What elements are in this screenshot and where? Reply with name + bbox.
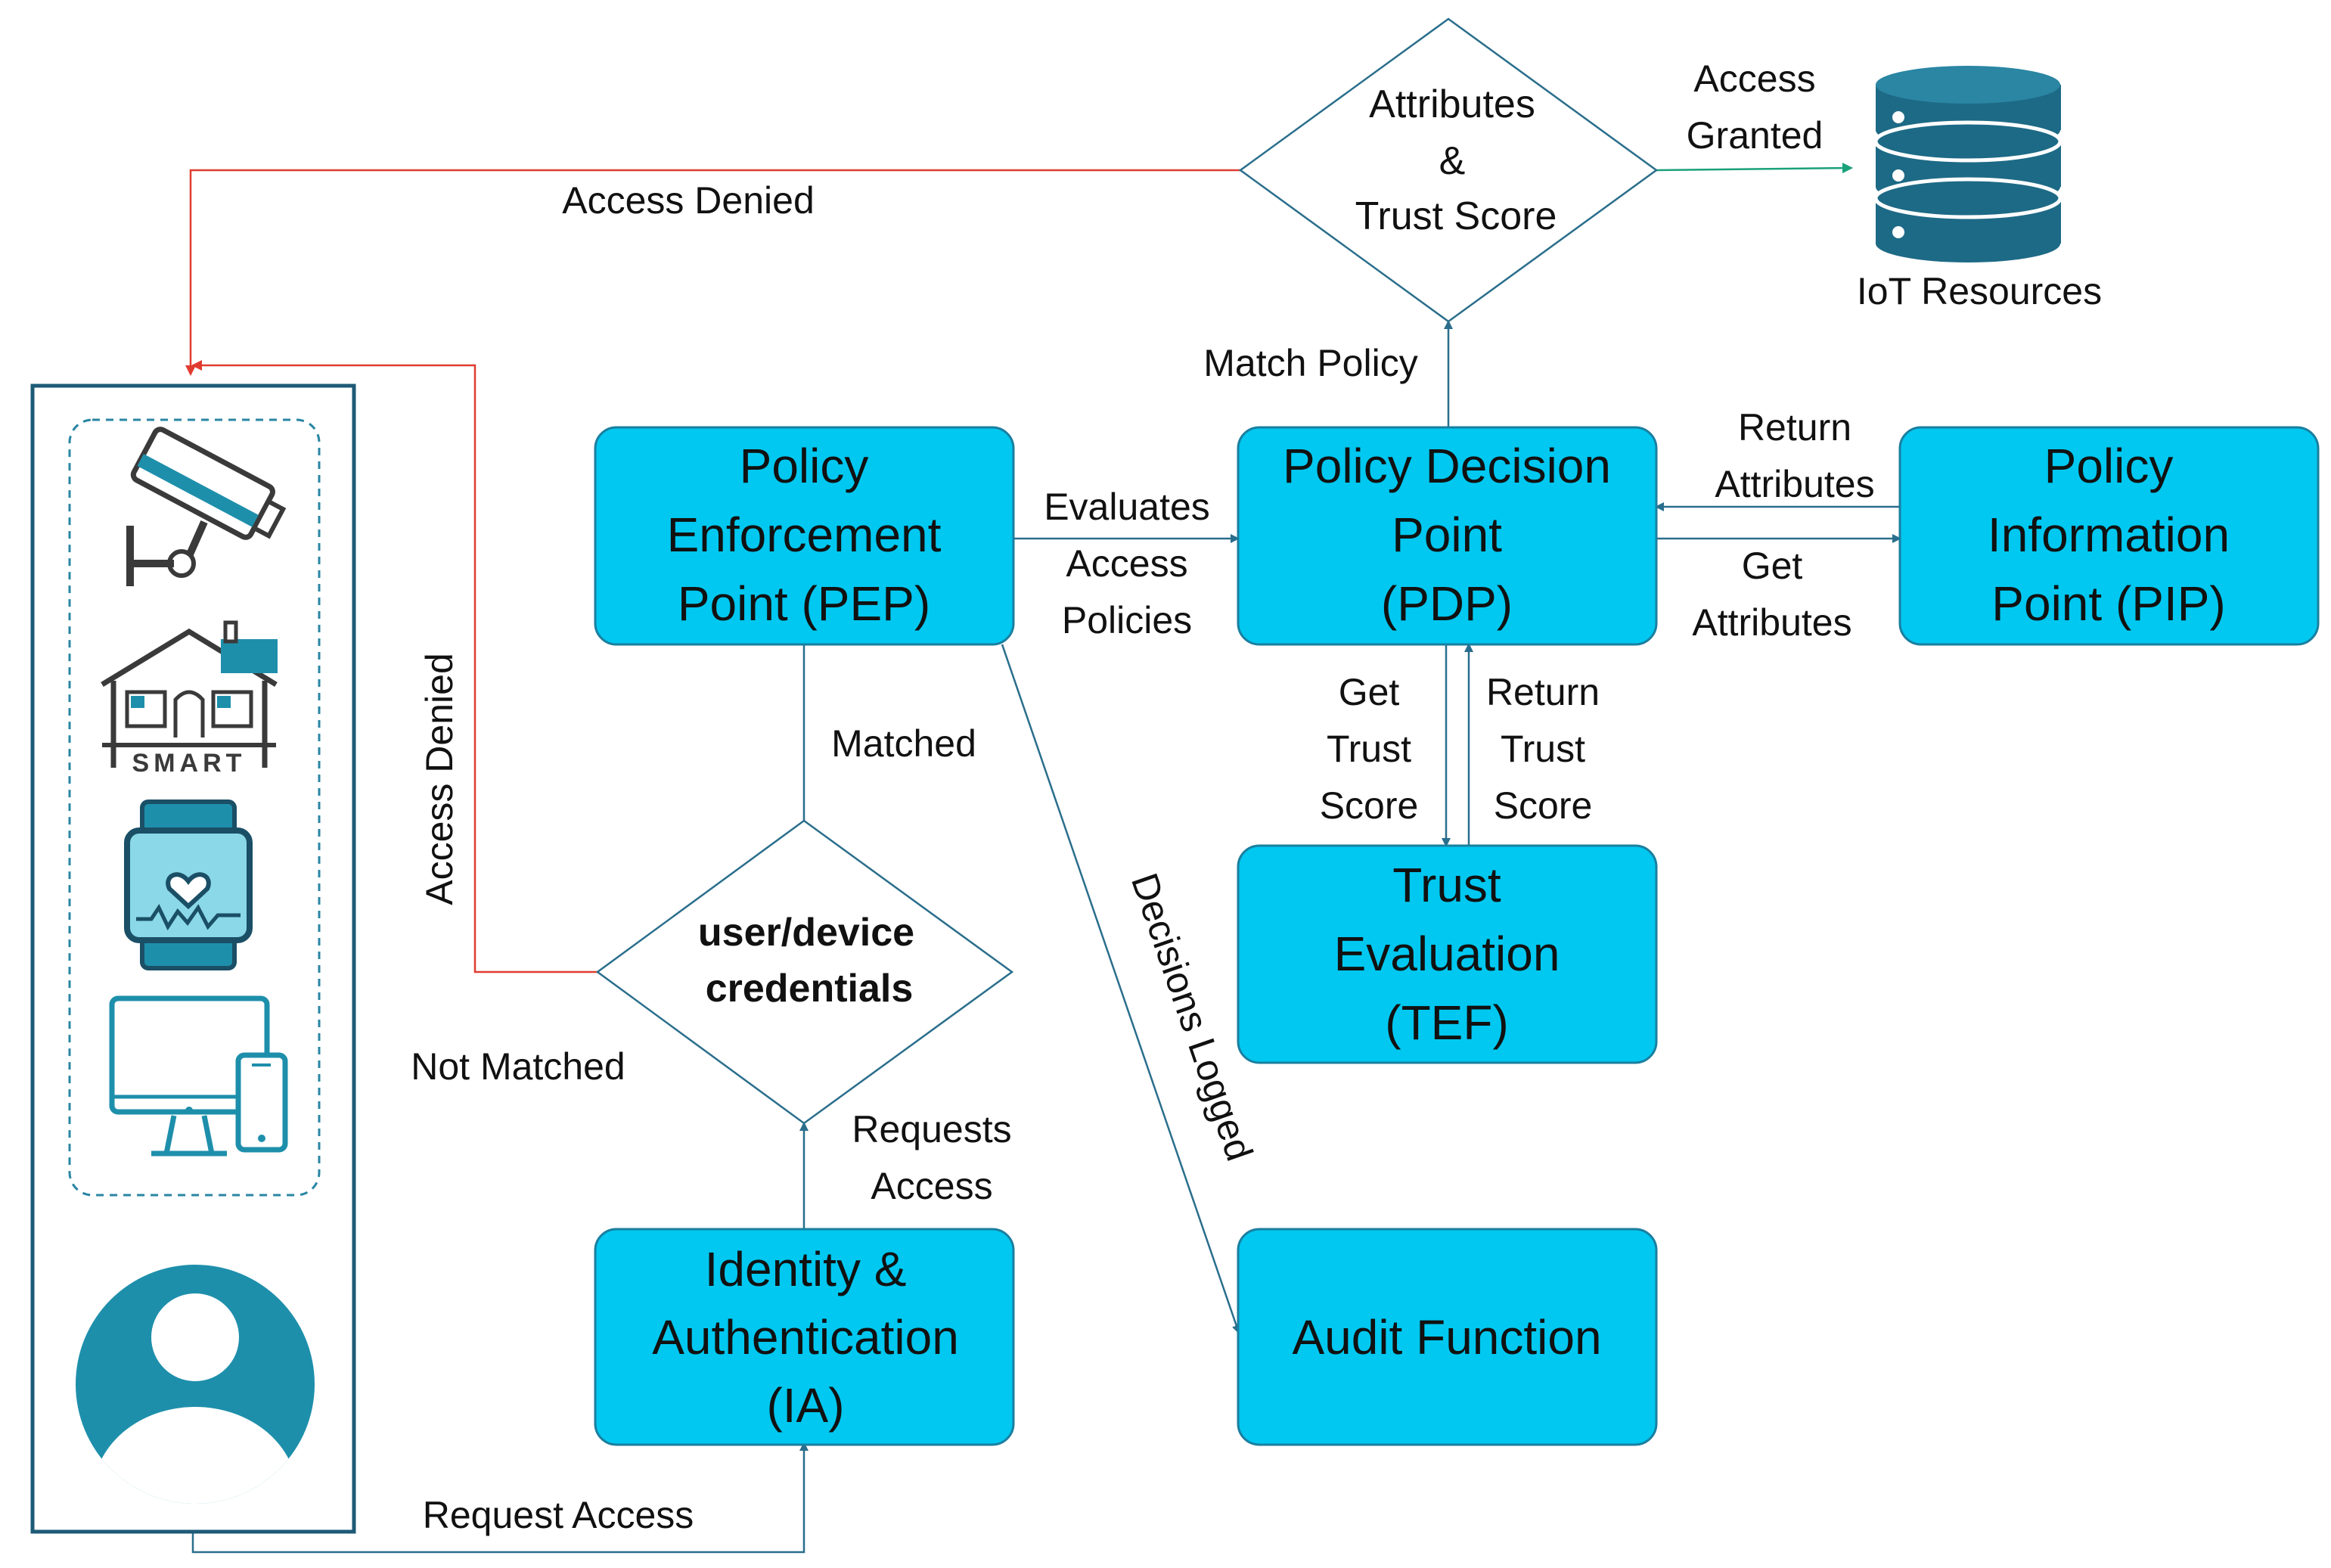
security-camera-icon bbox=[126, 427, 287, 586]
pep-line-2: Enforcement bbox=[667, 508, 942, 562]
smart-home-label: SMART bbox=[132, 749, 247, 778]
label-access-granted-2: Granted bbox=[1687, 114, 1824, 157]
box-pep: Policy Enforcement Point (PEP) bbox=[594, 426, 1015, 646]
tef-line-3: (TEF) bbox=[1385, 995, 1509, 1050]
pep-line-1: Policy bbox=[740, 439, 869, 493]
pip-line-1: Policy bbox=[2044, 439, 2174, 493]
tef-line-2: Evaluation bbox=[1334, 927, 1560, 981]
label-get-trust-3: Score bbox=[1320, 784, 1419, 827]
label-iot-resources: IoT Resources bbox=[1857, 270, 2102, 312]
database-icon bbox=[1873, 66, 2063, 262]
label-access-denied-top: Access Denied bbox=[562, 179, 815, 222]
arrow-access-granted bbox=[1656, 163, 1853, 174]
audit-label: Audit Function bbox=[1292, 1310, 1601, 1365]
decision-attributes-trust-score: Attributes & Trust Score bbox=[1238, 17, 1659, 323]
label-return-trust-3: Score bbox=[1494, 784, 1593, 827]
decision-trust-line-2: & bbox=[1439, 139, 1466, 183]
smart-home-icon: SMART bbox=[101, 620, 278, 778]
decision-credentials-line-1: user/device bbox=[698, 911, 914, 955]
ia-line-1: Identity & bbox=[705, 1242, 907, 1296]
label-evaluates-3: Policies bbox=[1062, 599, 1192, 641]
device-user-panel: SMART bbox=[30, 383, 356, 1534]
label-matched: Matched bbox=[831, 722, 976, 765]
connectors bbox=[185, 163, 1901, 1554]
pip-line-3: Point (PIP) bbox=[1991, 576, 2225, 631]
label-not-matched: Not Matched bbox=[411, 1045, 625, 1088]
label-evaluates-2: Access bbox=[1066, 542, 1187, 585]
box-tef: Trust Evaluation (TEF) bbox=[1237, 844, 1658, 1064]
label-access-granted-1: Access bbox=[1693, 57, 1815, 100]
box-pdp: Policy Decision Point (PDP) bbox=[1237, 426, 1658, 646]
label-return-trust-1: Return bbox=[1486, 671, 1600, 713]
box-pip: Policy Information Point (PIP) bbox=[1898, 426, 2320, 646]
pip-line-2: Information bbox=[1988, 508, 2230, 562]
label-get-attributes-1: Get bbox=[1742, 545, 1803, 587]
pdp-line-1: Policy Decision bbox=[1283, 439, 1611, 493]
decision-user-device-credentials: user/device credentials bbox=[595, 819, 1014, 1125]
pep-line-3: Point (PEP) bbox=[678, 576, 930, 631]
ia-line-2: Authentication bbox=[652, 1310, 959, 1365]
edge-labels: Access Denied Access Granted IoT Resourc… bbox=[411, 57, 2102, 1536]
label-return-attributes-2: Attributes bbox=[1715, 463, 1874, 505]
desktop-phone-icon bbox=[109, 995, 288, 1157]
ia-line-3: (IA) bbox=[766, 1378, 844, 1433]
label-requests-access-1: Requests bbox=[852, 1108, 1011, 1150]
arrow-access-denied-side bbox=[191, 360, 597, 973]
label-get-attributes-2: Attributes bbox=[1692, 601, 1851, 644]
label-request-access: Request Access bbox=[423, 1494, 694, 1536]
decision-trust-line-3: Trust Score bbox=[1355, 194, 1557, 238]
label-return-trust-2: Trust bbox=[1501, 728, 1585, 770]
tef-line-1: Trust bbox=[1392, 858, 1501, 912]
decision-credentials-line-2: credentials bbox=[706, 967, 914, 1011]
label-return-attributes-1: Return bbox=[1738, 406, 1851, 449]
box-ia: Identity & Authentication (IA) bbox=[594, 1228, 1015, 1446]
pdp-line-2: Point bbox=[1392, 508, 1502, 562]
label-match-policy: Match Policy bbox=[1203, 342, 1417, 384]
smartwatch-icon bbox=[124, 800, 253, 970]
arrow-access-denied-top bbox=[185, 169, 1240, 376]
label-get-trust-2: Trust bbox=[1327, 728, 1411, 770]
label-access-denied-side: Access Denied bbox=[418, 653, 461, 905]
box-audit: Audit Function bbox=[1237, 1228, 1658, 1446]
label-evaluates-1: Evaluates bbox=[1044, 486, 1210, 528]
arrow-decisions-logged bbox=[1001, 644, 1241, 1334]
pdp-line-3: (PDP) bbox=[1381, 576, 1513, 631]
label-requests-access-2: Access bbox=[871, 1165, 992, 1207]
label-get-trust-1: Get bbox=[1339, 671, 1400, 713]
user-avatar-icon bbox=[76, 1265, 315, 1504]
decision-trust-line-1: Attributes bbox=[1369, 82, 1535, 126]
arrow-request-access bbox=[191, 1442, 809, 1554]
